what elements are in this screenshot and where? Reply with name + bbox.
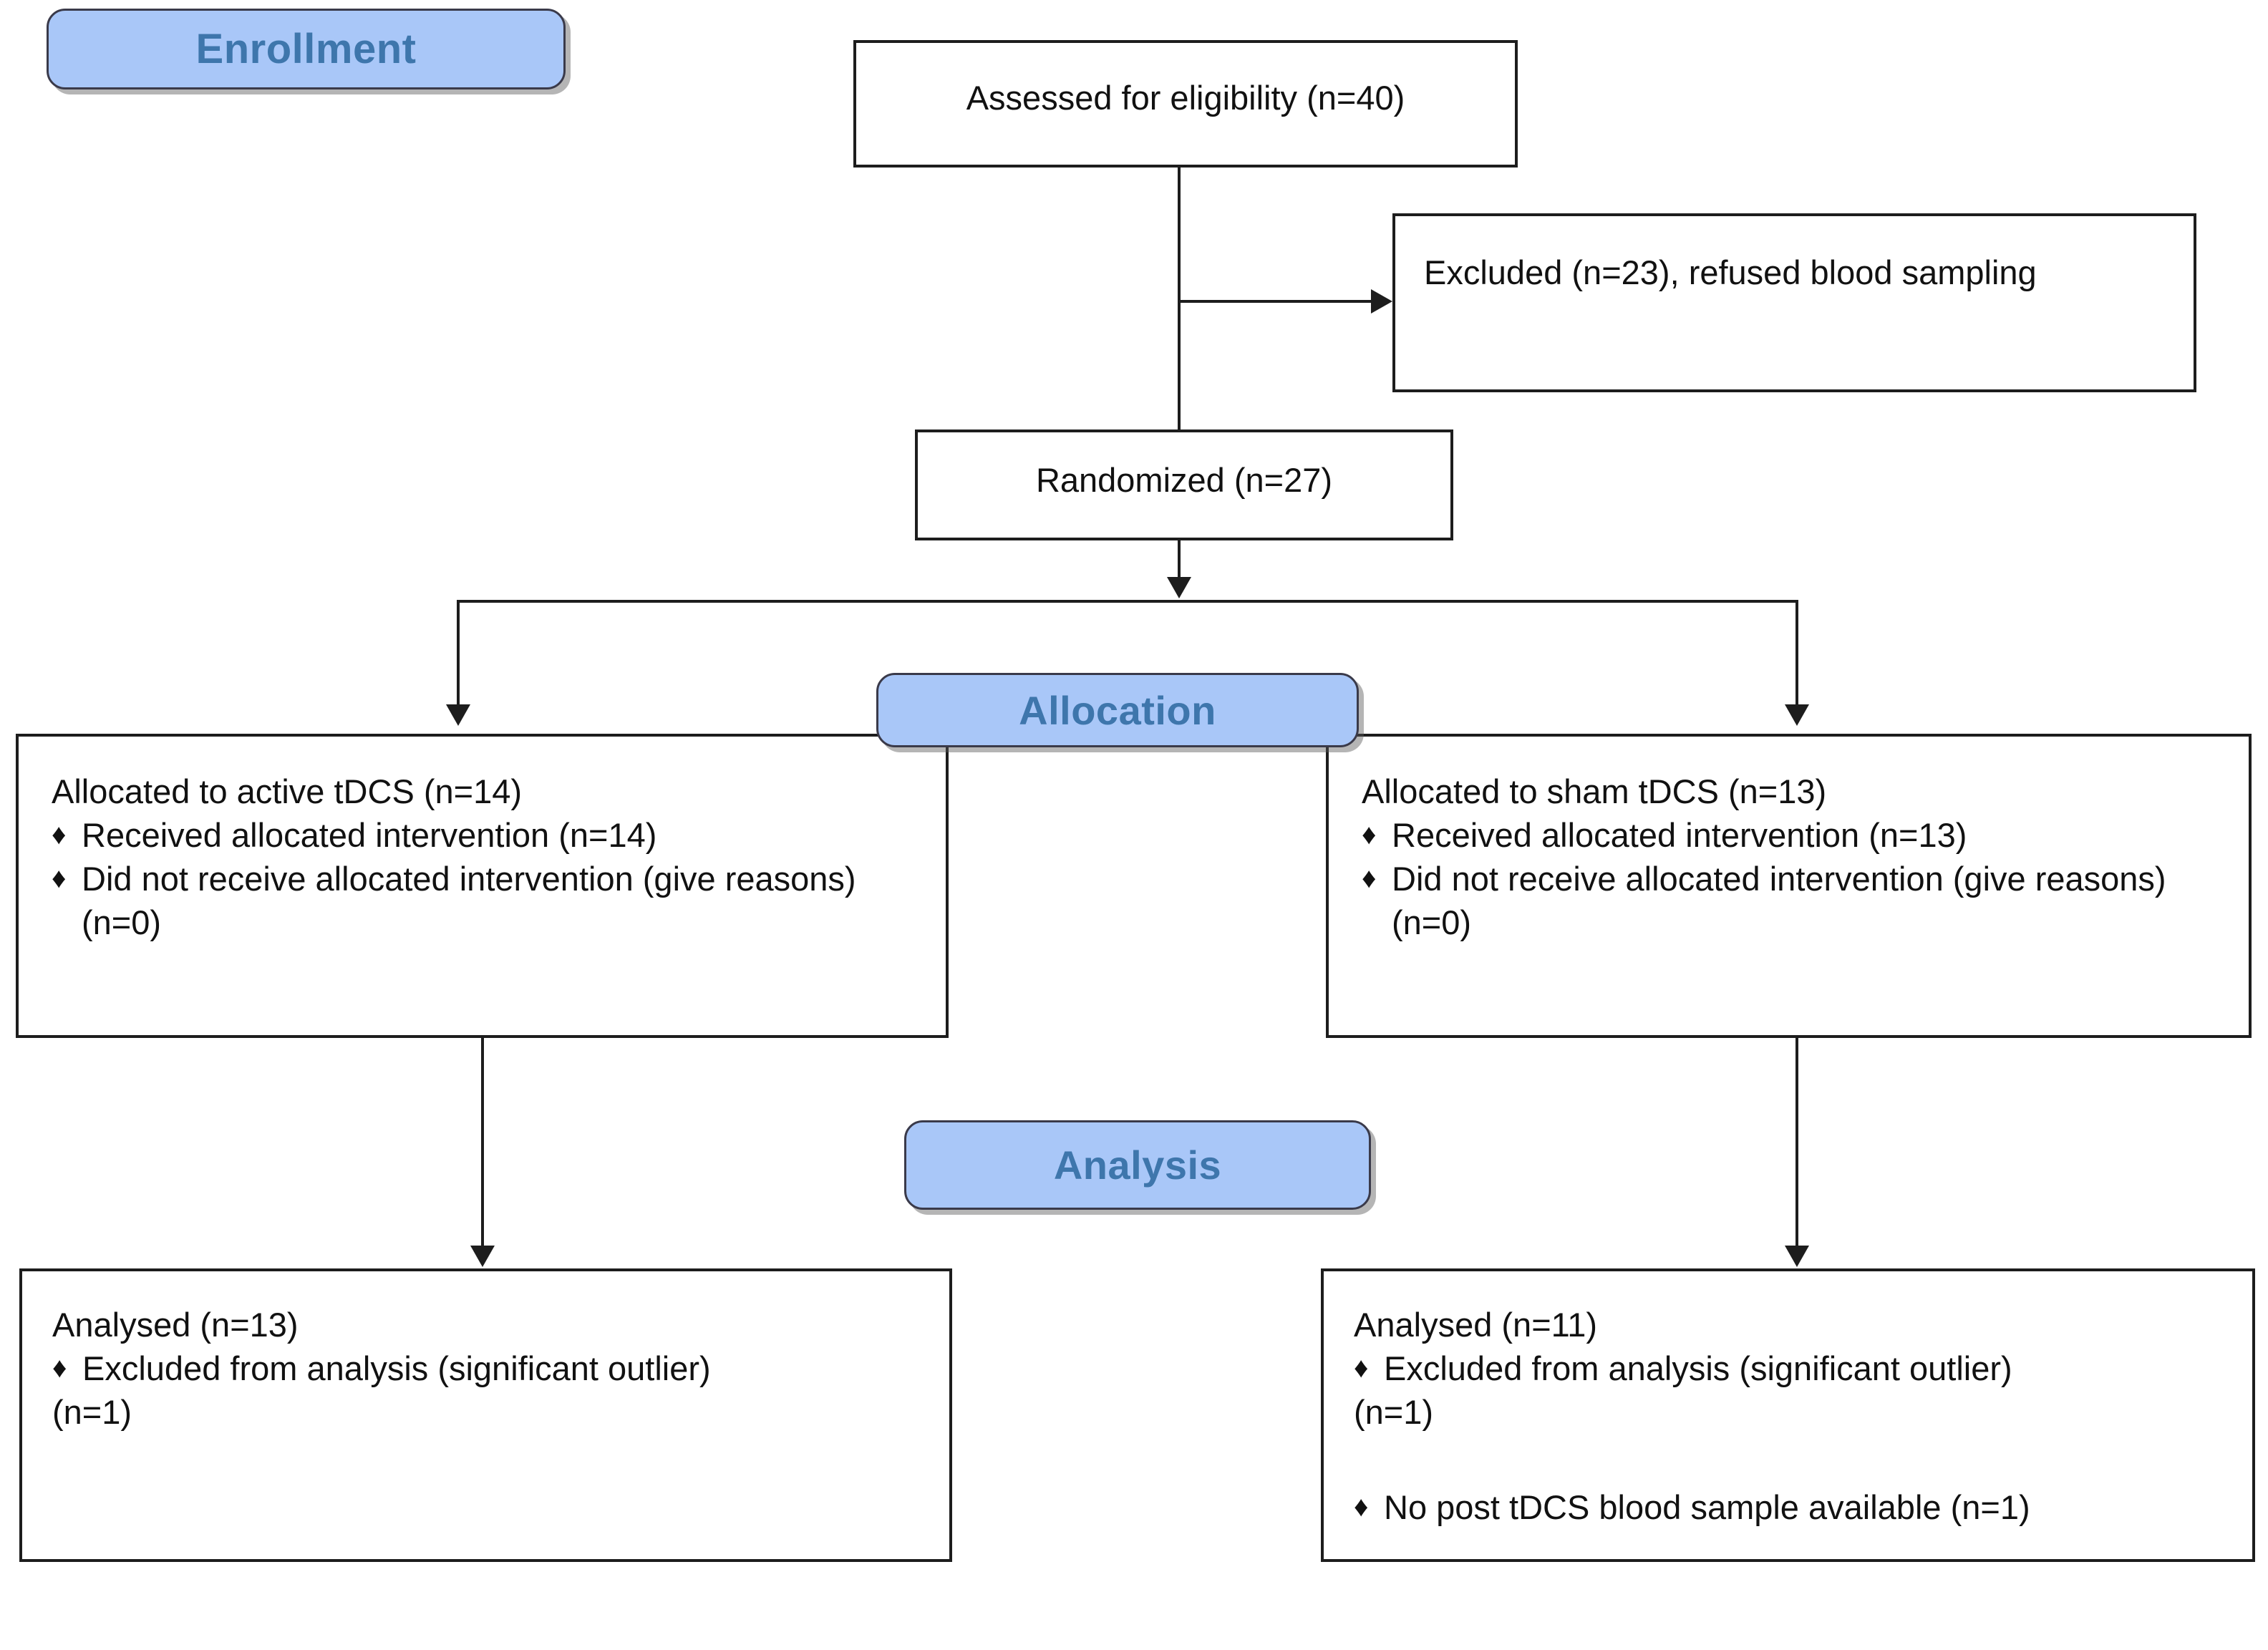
node-analysed-sham-bullet-1-text: Excluded from analysis (significant outl… — [1384, 1349, 2012, 1388]
phase-badge-analysis-label: Analysis — [1053, 1142, 1222, 1188]
node-analysed-sham-bullet-1: ♦ Excluded from analysis (significant ou… — [1354, 1346, 2216, 1390]
diamond-bullet-icon: ♦ — [1362, 863, 1377, 895]
connector-allocation-split-bar — [457, 600, 1798, 603]
diamond-bullet-icon: ♦ — [52, 819, 67, 851]
arrowhead-to-sham-allocation — [1785, 704, 1809, 726]
node-allocated-active-bullet-1: ♦ Received allocated intervention (n=14) — [52, 813, 910, 857]
node-analysed-active-bullet-1-cont: (n=1) — [52, 1393, 132, 1432]
arrowhead-to-excluded — [1371, 289, 1392, 314]
node-allocated-sham-bullet-2-text: Did not receive allocated intervention (… — [1392, 860, 2166, 942]
node-allocated-active-header: Allocated to active tDCS (n=14) — [52, 772, 523, 810]
arrowhead-to-analysed-active — [470, 1246, 495, 1267]
node-analysed-sham-bullet-1-cont: (n=1) — [1354, 1393, 1434, 1432]
node-excluded-text: Excluded (n=23), refused blood sampling — [1424, 253, 2037, 291]
node-analysed-sham-header: Analysed (n=11) — [1354, 1306, 1598, 1344]
node-allocated-sham-header: Allocated to sham tDCS (n=13) — [1362, 772, 1827, 810]
node-allocated-sham-bullet-1: ♦ Received allocated intervention (n=13) — [1362, 813, 2213, 857]
node-analysed-active-bullet-1-text: Excluded from analysis (significant outl… — [82, 1349, 711, 1388]
connector-split-to-active — [457, 600, 460, 706]
node-allocated-sham-bullet-1-text: Received allocated intervention (n=13) — [1392, 816, 1967, 855]
node-allocated-active-bullet-2-text: Did not receive allocated intervention (… — [82, 860, 856, 942]
diamond-bullet-icon: ♦ — [52, 863, 67, 895]
node-allocated-active: Allocated to active tDCS (n=14) ♦ Receiv… — [16, 734, 949, 1038]
diamond-bullet-icon: ♦ — [1354, 1352, 1369, 1384]
connector-active-to-analysis — [481, 1038, 484, 1247]
node-allocated-sham-bullet-2: ♦ Did not receive allocated intervention… — [1362, 857, 2213, 944]
arrowhead-to-analysed-sham — [1785, 1246, 1809, 1267]
node-allocated-sham: Allocated to sham tDCS (n=13) ♦ Received… — [1326, 734, 2252, 1038]
phase-badge-allocation-label: Allocation — [1019, 687, 1216, 733]
node-analysed-sham-bullet-2-text: No post tDCS blood sample available (n=1… — [1384, 1488, 2030, 1527]
connector-sham-to-analysis — [1796, 1038, 1798, 1247]
diamond-bullet-icon: ♦ — [1362, 819, 1377, 851]
phase-badge-analysis: Analysis — [904, 1120, 1371, 1210]
connector-split-to-sham — [1796, 600, 1798, 706]
node-analysed-active-bullet-1: ♦ Excluded from analysis (significant ou… — [52, 1346, 914, 1390]
node-analysed-active-header: Analysed (n=13) — [52, 1306, 299, 1344]
connector-assessed-to-randomized — [1178, 168, 1181, 430]
connector-assessed-to-excluded — [1178, 300, 1372, 303]
phase-badge-allocation: Allocation — [876, 673, 1359, 747]
node-analysed-sham: Analysed (n=11) ♦ Excluded from analysis… — [1321, 1268, 2255, 1562]
diamond-bullet-icon: ♦ — [52, 1352, 67, 1384]
node-assessed-for-eligibility: Assessed for eligibility (n=40) — [853, 40, 1518, 168]
node-analysed-sham-bullet-2: ♦ No post tDCS blood sample available (n… — [1354, 1485, 2216, 1529]
node-assessed-text: Assessed for eligibility (n=40) — [966, 79, 1405, 117]
node-randomized: Randomized (n=27) — [915, 430, 1453, 540]
node-excluded: Excluded (n=23), refused blood sampling — [1392, 213, 2196, 392]
node-allocated-active-bullet-1-text: Received allocated intervention (n=14) — [82, 816, 657, 855]
node-allocated-active-bullet-2: ♦ Did not receive allocated intervention… — [52, 857, 910, 944]
arrowhead-to-active-allocation — [446, 704, 470, 726]
phase-badge-enrollment-label: Enrollment — [195, 26, 417, 72]
connector-randomized-down — [1178, 540, 1181, 580]
node-analysed-active: Analysed (n=13) ♦ Excluded from analysis… — [19, 1268, 952, 1562]
diamond-bullet-icon: ♦ — [1354, 1491, 1369, 1523]
phase-badge-enrollment: Enrollment — [47, 9, 566, 89]
arrowhead-randomized-split — [1167, 577, 1191, 598]
node-randomized-text: Randomized (n=27) — [1035, 461, 1333, 499]
